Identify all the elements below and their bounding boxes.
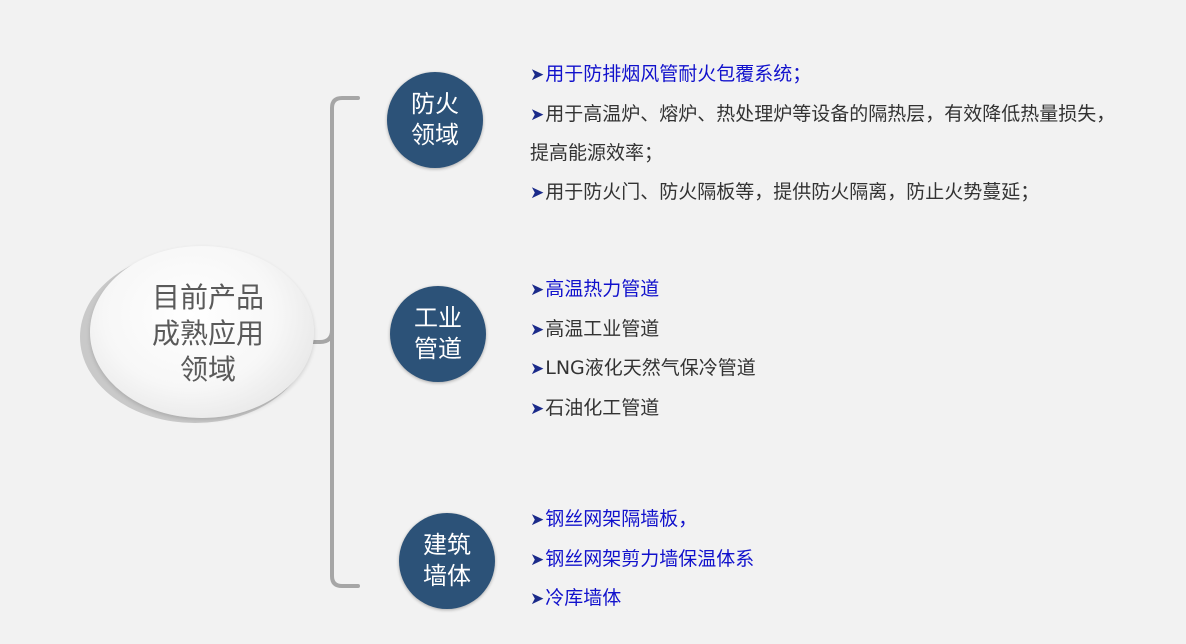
arrow-bullet-icon: ➤ <box>530 65 545 85</box>
list-item: ➤用于防排烟风管耐火包覆系统； <box>530 55 1130 95</box>
category-wall-label: 建筑 墙体 <box>423 531 471 590</box>
arrow-bullet-icon: ➤ <box>530 589 545 609</box>
bracket-connector <box>300 96 360 588</box>
list-item: ➤用于防火门、防火隔板等，提供防火隔离，防止火势蔓延； <box>530 173 1130 213</box>
list-item: ➤钢丝网架剪力墙保温体系 <box>530 540 754 580</box>
arrow-bullet-icon: ➤ <box>530 280 545 300</box>
category-fire-circle: 防火 领域 <box>387 72 483 168</box>
arrow-bullet-icon: ➤ <box>530 510 545 530</box>
arrow-bullet-icon: ➤ <box>530 359 545 379</box>
arrow-bullet-icon: ➤ <box>530 319 545 340</box>
category-pipe-circle: 工业 管道 <box>390 286 486 382</box>
arrow-bullet-icon: ➤ <box>530 104 545 125</box>
arrow-bullet-icon: ➤ <box>530 398 545 419</box>
list-item: ➤LNG液化天然气保冷管道 <box>530 349 756 389</box>
list-item: ➤高温工业管道 <box>530 310 756 350</box>
arrow-bullet-icon: ➤ <box>530 549 545 570</box>
center-ellipse <box>90 246 314 418</box>
category-pipe-label: 工业 管道 <box>414 304 462 363</box>
category-pipe-items: ➤高温热力管道 ➤高温工业管道 ➤LNG液化天然气保冷管道 ➤石油化工管道 <box>530 270 756 428</box>
arrow-bullet-icon: ➤ <box>530 182 545 203</box>
category-wall-circle: 建筑 墙体 <box>399 513 495 609</box>
category-wall-items: ➤钢丝网架隔墙板， ➤钢丝网架剪力墙保温体系 ➤冷库墙体 <box>530 500 754 619</box>
list-item: ➤高温热力管道 <box>530 270 756 310</box>
category-fire-label: 防火 领域 <box>411 90 459 149</box>
list-item: ➤冷库墙体 <box>530 579 754 619</box>
center-title: 目前产品 成熟应用 领域 <box>151 281 264 386</box>
list-item: ➤石油化工管道 <box>530 389 756 429</box>
category-fire-items: ➤用于防排烟风管耐火包覆系统； ➤用于高温炉、熔炉、热处理炉等设备的隔热层，有效… <box>530 55 1130 212</box>
list-item: ➤钢丝网架隔墙板， <box>530 500 754 540</box>
list-item: ➤用于高温炉、熔炉、热处理炉等设备的隔热层，有效降低热量损失，提高能源效率； <box>530 95 1130 173</box>
